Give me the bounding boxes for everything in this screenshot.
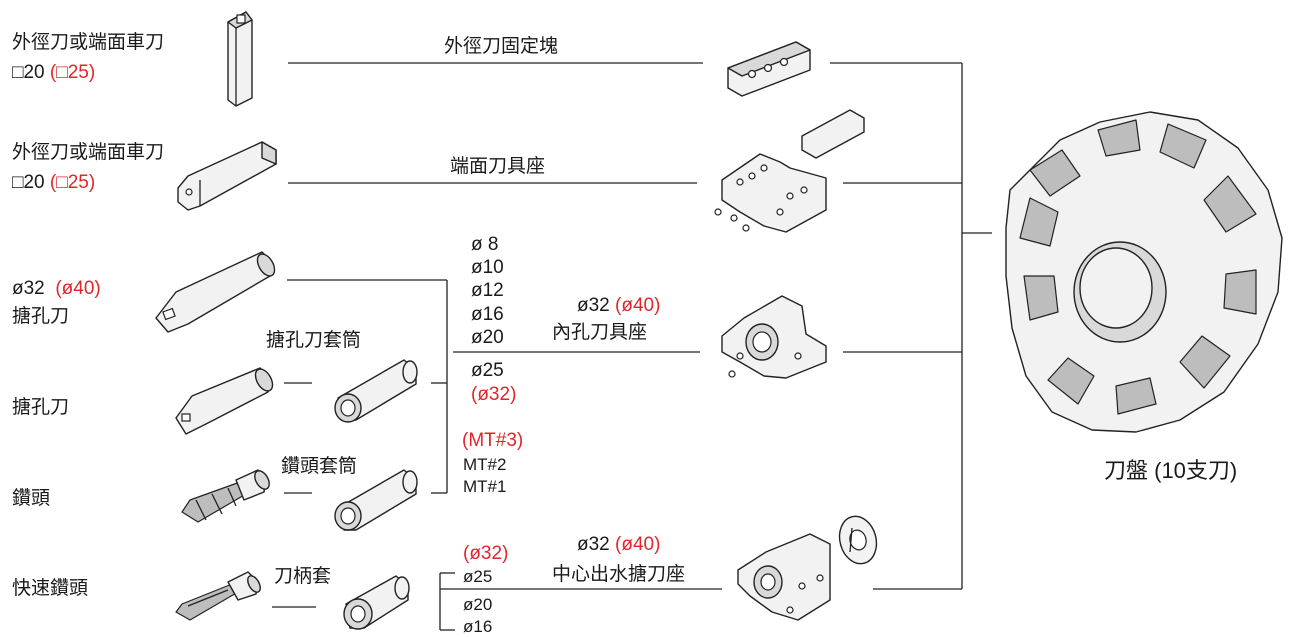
- bore-size-5: ø20: [471, 327, 504, 348]
- od-tool-2-size: □20: [12, 172, 45, 193]
- boring-bar-1-size-alt: (ø40): [55, 278, 101, 299]
- coolant-holder-size-alt: (ø40): [615, 534, 661, 555]
- id-holder-image: [721, 295, 827, 379]
- collet-size-2: ø20: [463, 595, 493, 614]
- coolant-holder-image: [737, 515, 878, 621]
- drill-name: 鑽頭: [12, 488, 51, 509]
- boring-bar-1-size: ø32: [12, 278, 45, 299]
- morse-taper-1: MT#2: [463, 455, 507, 474]
- boring-bar-1-size-row: ø32 (ø40): [12, 278, 101, 300]
- collet-label: 刀柄套: [274, 566, 332, 587]
- boring-bar-image-2: [175, 367, 274, 435]
- od-tool-1-size-alt: (□25): [49, 62, 96, 83]
- id-holder-size-row: ø32 (ø40): [577, 295, 660, 317]
- connector-lines: [272, 62, 992, 631]
- morse-taper-alt: (MT#3): [462, 430, 524, 451]
- drill-sleeve-label: 鑽頭套筒: [281, 456, 358, 477]
- collet-size-3: ø16: [463, 617, 493, 636]
- boring-bar-1-name: 搪孔刀: [12, 306, 70, 327]
- bore-size-2: ø10: [471, 257, 504, 278]
- face-holder-image: [714, 109, 865, 233]
- turret-label: 刀盤 (10支刀): [1104, 458, 1238, 483]
- od-tool-2-size-alt: (□25): [49, 172, 96, 193]
- collet-size-alt: (ø32): [463, 543, 509, 564]
- id-holder-label: 內孔刀具座: [552, 322, 648, 343]
- boring-bar-2-name: 搪孔刀: [12, 397, 70, 418]
- od-tool-2-size-row: □20 (□25): [12, 172, 95, 194]
- sleeve-size-alt: (ø32): [471, 384, 517, 405]
- coolant-holder-label: 中心出水搪刀座: [552, 564, 686, 585]
- bore-size-1: ø 8: [471, 234, 499, 255]
- sleeve-size-main: ø25: [471, 360, 504, 381]
- turret-image: [1005, 111, 1283, 433]
- id-holder-size-alt: (ø40): [615, 295, 661, 316]
- boring-sleeve-label: 搪孔刀套筒: [266, 330, 362, 351]
- od-tool-angled-image: [177, 141, 277, 211]
- od-tool-1-name: 外徑刀或端面車刀: [12, 32, 165, 53]
- bore-size-3: ø12: [471, 280, 504, 301]
- drill-image: [181, 469, 270, 523]
- boring-bar-image-1: [155, 251, 276, 333]
- quick-drill-image: [175, 571, 261, 621]
- face-holder-label: 端面刀具座: [450, 156, 546, 177]
- od-block-label: 外徑刀固定塊: [444, 36, 559, 57]
- coolant-holder-size-row: ø32 (ø40): [577, 534, 660, 556]
- od-tool-1-size: □20: [12, 62, 45, 83]
- id-holder-size: ø32: [577, 295, 610, 316]
- collet-size-1: ø25: [463, 567, 493, 586]
- coolant-holder-size: ø32: [577, 534, 610, 555]
- drill-sleeve-image: [334, 469, 418, 531]
- quick-drill-name: 快速鑽頭: [12, 578, 89, 599]
- bore-size-4: ø16: [471, 304, 504, 325]
- od-tool-vertical-image: [227, 11, 253, 107]
- od-block-image: [727, 41, 811, 97]
- morse-taper-2: MT#1: [463, 477, 507, 496]
- boring-sleeve-image: [334, 359, 418, 423]
- collet-image: [343, 575, 410, 630]
- od-tool-1-size-row: □20 (□25): [12, 62, 95, 84]
- od-tool-2-name: 外徑刀或端面車刀: [12, 142, 165, 163]
